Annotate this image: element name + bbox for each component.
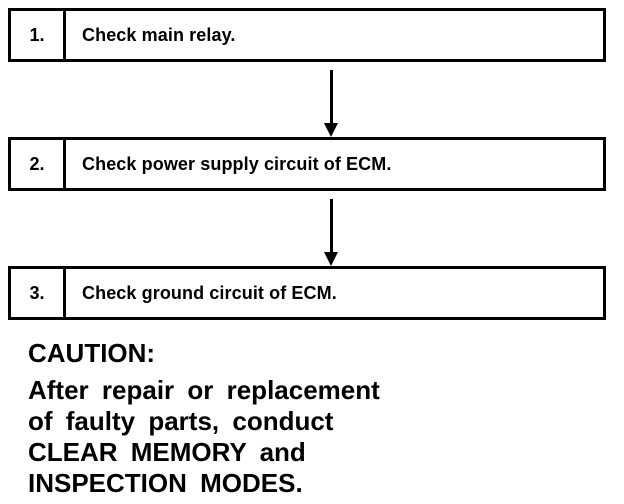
- caution-note: CAUTION: After repair or replacement of …: [28, 338, 380, 499]
- caution-title: CAUTION:: [28, 338, 156, 368]
- caution-line-4: INSPECTION MODES.: [28, 468, 303, 498]
- flow-arrow-1-line: [330, 70, 333, 124]
- step-2-text: Check power supply circuit of ECM.: [82, 153, 392, 174]
- caution-line-2: of faulty parts, conduct: [28, 406, 334, 436]
- step-2-number: 2.: [11, 140, 66, 188]
- step-3-box: 3. Check ground circuit of ECM.: [8, 266, 606, 320]
- step-1-box: 1. Check main relay.: [8, 8, 606, 62]
- step-3-text: Check ground circuit of ECM.: [82, 282, 337, 303]
- arrow-down-icon: [324, 123, 338, 137]
- step-3-number: 3.: [11, 269, 66, 317]
- arrow-down-icon: [324, 252, 338, 266]
- step-2-box: 2. Check power supply circuit of ECM.: [8, 137, 606, 191]
- flow-arrow-2-line: [330, 199, 333, 253]
- step-1-number: 1.: [11, 11, 66, 59]
- caution-line-3: CLEAR MEMORY and: [28, 437, 306, 467]
- step-1-text: Check main relay.: [82, 24, 236, 45]
- caution-line-1: After repair or replacement: [28, 375, 380, 405]
